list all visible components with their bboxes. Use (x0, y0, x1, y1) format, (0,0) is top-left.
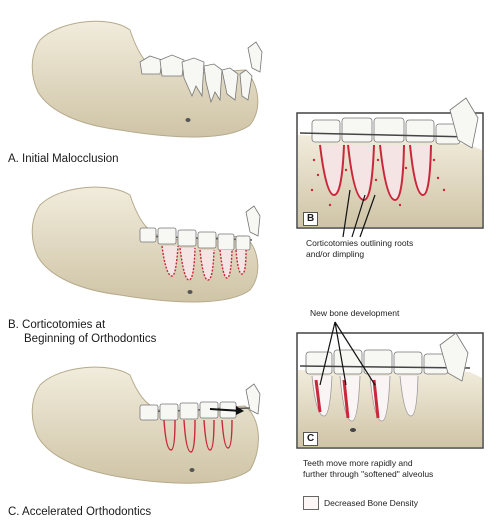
jaw-accelerated (32, 367, 260, 483)
mental-foramen (190, 468, 195, 472)
legend-swatch (303, 496, 319, 510)
mental-foramen (188, 290, 193, 294)
inset-b-letter: B (303, 212, 318, 226)
inset-c-caption-line1: Teeth move more rapidly and (303, 458, 413, 468)
panel-b-label-line1: B. Corticotomies at (8, 318, 105, 332)
legend-label: Decreased Bone Density (324, 498, 418, 508)
panel-a-label: A. Initial Malocclusion (8, 152, 119, 166)
inset-c (297, 322, 483, 448)
inset-b-caption-line1: Corticotomies outlining roots (306, 238, 413, 248)
inset-b (297, 98, 483, 237)
inset-c-letter: C (303, 432, 318, 446)
panel-c-label: C. Accelerated Orthodontics (8, 505, 151, 519)
mental-foramen (186, 118, 191, 122)
jaw-corticotomies (32, 187, 260, 302)
inset-c-top-note: New bone development (310, 308, 399, 318)
panel-b-label-line2: Beginning of Orthodontics (24, 332, 156, 346)
inset-c-caption-line2: further through "softened" alveolus (303, 469, 433, 479)
jaw-initial-malocclusion (32, 21, 262, 137)
inset-b-caption-line2: and/or dimpling (306, 249, 364, 259)
